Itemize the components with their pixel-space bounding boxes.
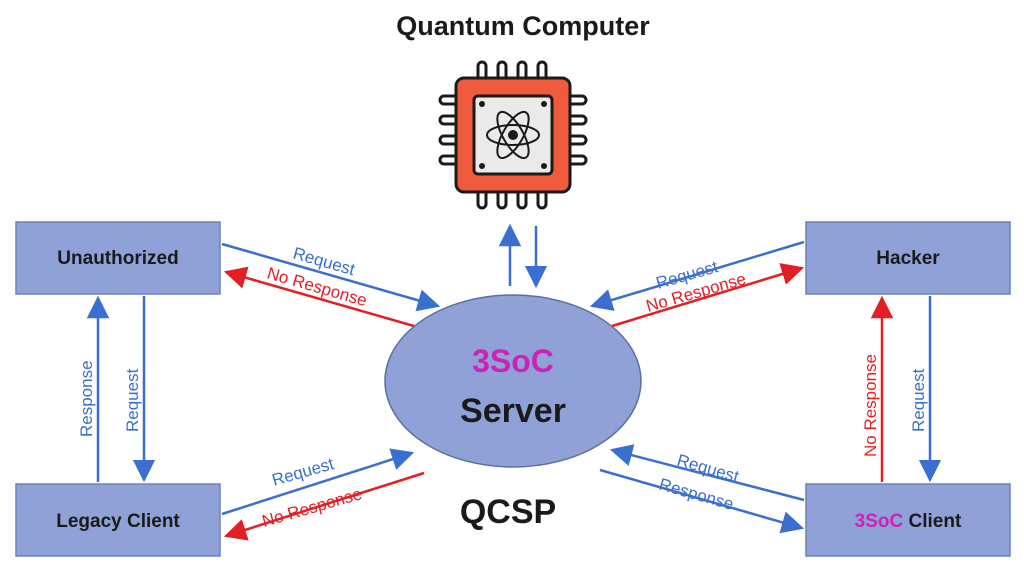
hacker-label: Hacker <box>876 248 940 269</box>
legacy-request-arrow <box>221 448 415 516</box>
3soc-client-node: 3SoC Client <box>805 483 1011 557</box>
right-vertical-no-response-label: No Response <box>861 354 880 457</box>
legacy-client-node: Legacy Client <box>15 483 221 557</box>
legacy-request-label: Request <box>270 454 336 490</box>
client-request-arrow <box>609 444 805 502</box>
unauthorized-node: Unauthorized <box>15 221 221 295</box>
qcsp-caption: QCSP <box>460 493 556 531</box>
client-response-arrow <box>599 468 805 534</box>
legacy-no-response-arrow <box>223 471 425 541</box>
legacy-client-label: Legacy Client <box>56 511 180 532</box>
client-suffix-label: Client <box>909 511 962 532</box>
unauthorized-no-response-arrow <box>223 266 415 328</box>
hacker-node: Hacker <box>805 221 1011 295</box>
left-vertical-response-label: Response <box>77 360 96 437</box>
server-ellipse <box>384 294 642 468</box>
hacker-no-response-arrow <box>611 263 805 328</box>
3soc-client-label: 3SoC Client <box>855 511 962 532</box>
hacker-request-arrow <box>589 240 805 311</box>
right-vertical-request-label: Request <box>909 368 928 432</box>
server-brand-label: 3SoC <box>472 343 554 379</box>
legacy-no-response-label: No Response <box>260 484 364 531</box>
atom-icon <box>486 110 540 160</box>
unauthorized-label: Unauthorized <box>57 248 178 269</box>
unauthorized-request-arrow <box>221 242 441 312</box>
diagram-title: Quantum Computer <box>396 11 650 41</box>
server-label: Server <box>460 392 566 430</box>
left-vertical-request-label: Request <box>123 368 142 432</box>
client-brand-label: 3SoC <box>855 511 904 532</box>
